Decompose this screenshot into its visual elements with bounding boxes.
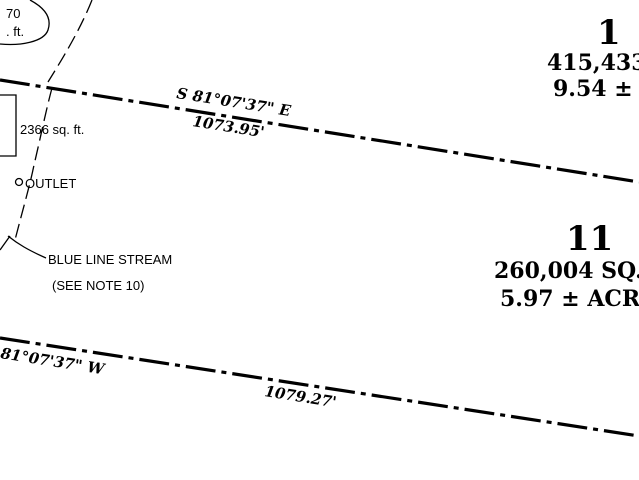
stream-label: BLUE LINE STREAM	[48, 252, 172, 267]
feature-edge-dashed	[47, 0, 93, 83]
lot-upper-area-acres: 9.54 ± .	[553, 76, 639, 102]
stream-line	[0, 235, 11, 251]
stream-note: (SEE NOTE 10)	[52, 278, 144, 293]
lot-upper-area-sqft: 415,433	[547, 50, 639, 76]
upper-boundary-line	[0, 78, 639, 184]
lot-11-area-acres: 5.97 ± ACR	[500, 286, 639, 312]
outlet-label: OUTLET	[25, 176, 76, 191]
lot-11-number: 11	[566, 219, 613, 259]
lower-boundary-line	[0, 336, 639, 438]
lot-upper-number: 1	[597, 13, 621, 53]
top-left-label-line1: 70	[6, 6, 20, 21]
stream-leader-line	[7, 235, 47, 259]
feature-line-dashed	[14, 87, 53, 241]
lower-boundary-bearing: 81°07'37" W	[0, 344, 108, 378]
lot-11-area-sqft: 260,004 SQ.	[494, 258, 639, 284]
structure-outline	[0, 94, 17, 157]
outlet-marker-icon	[14, 177, 24, 187]
top-left-label-line2: . ft.	[6, 24, 24, 39]
upper-boundary-distance: 1073.95'	[191, 112, 265, 141]
pond-outline	[0, 0, 50, 46]
structure-area-label: 2366 sq. ft.	[20, 122, 84, 137]
